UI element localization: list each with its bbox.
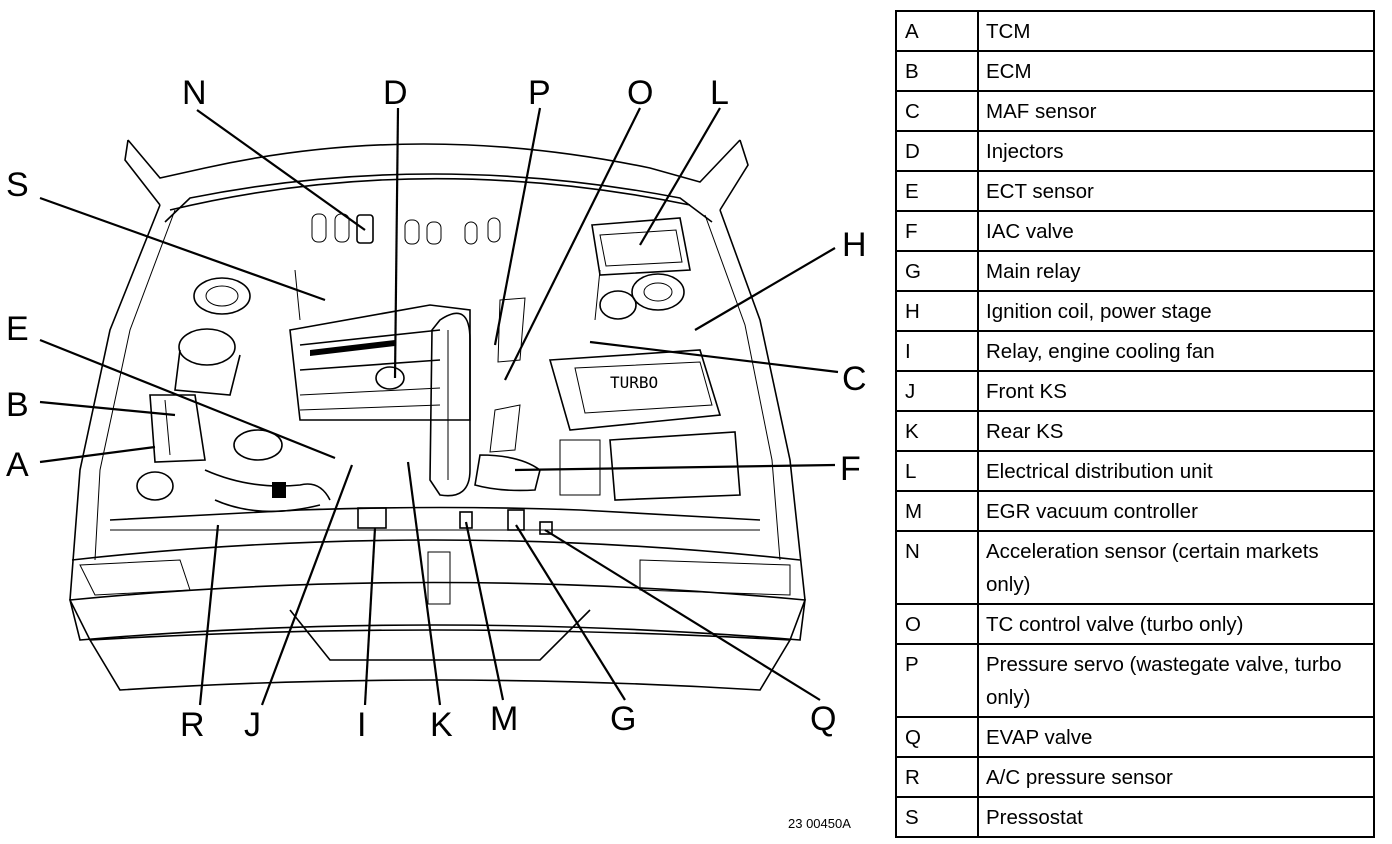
callout-r: R xyxy=(180,706,205,744)
legend-code: A xyxy=(895,10,979,52)
callout-k: K xyxy=(430,706,453,744)
legend-code: H xyxy=(895,290,979,332)
legend-label: Pressure servo (wastegate valve, turbo o… xyxy=(977,643,1375,718)
legend-label: ECM xyxy=(977,50,1375,92)
legend-code: E xyxy=(895,170,979,212)
legend-label: Pressostat xyxy=(977,796,1375,838)
legend-label: MAF sensor xyxy=(977,90,1375,132)
legend-label: Electrical distribution unit xyxy=(977,450,1375,492)
legend-code: D xyxy=(895,130,979,172)
callout-c: C xyxy=(842,360,867,398)
legend-code: B xyxy=(895,50,979,92)
callout-g: G xyxy=(610,700,636,738)
callout-f: F xyxy=(840,450,861,488)
legend-label: Main relay xyxy=(977,250,1375,292)
engine-bay-diagram: TURBO xyxy=(6,74,867,744)
legend-label: Injectors xyxy=(977,130,1375,172)
legend-label: EVAP valve xyxy=(977,716,1375,758)
legend-code: O xyxy=(895,603,979,645)
legend-code: I xyxy=(895,330,979,372)
legend-code: K xyxy=(895,410,979,452)
legend-label: Rear KS xyxy=(977,410,1375,452)
callout-n: N xyxy=(182,74,207,112)
callout-d: D xyxy=(383,74,408,112)
callout-o: O xyxy=(627,74,653,112)
callout-i: I xyxy=(357,706,366,744)
legend-label: IAC valve xyxy=(977,210,1375,252)
legend-code: G xyxy=(895,250,979,292)
legend-code: S xyxy=(895,796,979,838)
legend-code: C xyxy=(895,90,979,132)
svg-text:TURBO: TURBO xyxy=(610,373,658,392)
leader-lines xyxy=(39,107,839,706)
callout-e: E xyxy=(6,310,29,348)
callout-p: P xyxy=(528,74,551,112)
legend-label: ECT sensor xyxy=(977,170,1375,212)
legend-label: A/C pressure sensor xyxy=(977,756,1375,798)
callout-letters: N D P O L S H E C B A F R J I K M G Q xyxy=(6,74,867,744)
callout-s: S xyxy=(6,166,29,204)
callout-m: M xyxy=(490,700,518,738)
legend-label: TC control valve (turbo only) xyxy=(977,603,1375,645)
legend-label: TCM xyxy=(977,10,1375,52)
engine-bay-drawing: TURBO xyxy=(68,139,806,691)
legend-code: P xyxy=(895,643,979,718)
legend-label: EGR vacuum controller xyxy=(977,490,1375,532)
legend-code: Q xyxy=(895,716,979,758)
figure-reference: 23 00450A xyxy=(788,816,851,831)
callout-j: J xyxy=(244,706,261,744)
callout-b: B xyxy=(6,386,29,424)
callout-l: L xyxy=(710,74,729,112)
legend-label: Relay, engine cooling fan xyxy=(977,330,1375,372)
callout-a: A xyxy=(6,446,29,484)
legend-code: F xyxy=(895,210,979,252)
legend-code: N xyxy=(895,530,979,605)
legend-label: Ignition coil, power stage xyxy=(977,290,1375,332)
legend-label: Front KS xyxy=(977,370,1375,412)
callout-q: Q xyxy=(810,700,836,738)
legend-code: M xyxy=(895,490,979,532)
legend-code: L xyxy=(895,450,979,492)
callout-h: H xyxy=(842,226,867,264)
legend-code: J xyxy=(895,370,979,412)
legend-label: Acceleration sensor (certain markets onl… xyxy=(977,530,1375,605)
legend-code: R xyxy=(895,756,979,798)
